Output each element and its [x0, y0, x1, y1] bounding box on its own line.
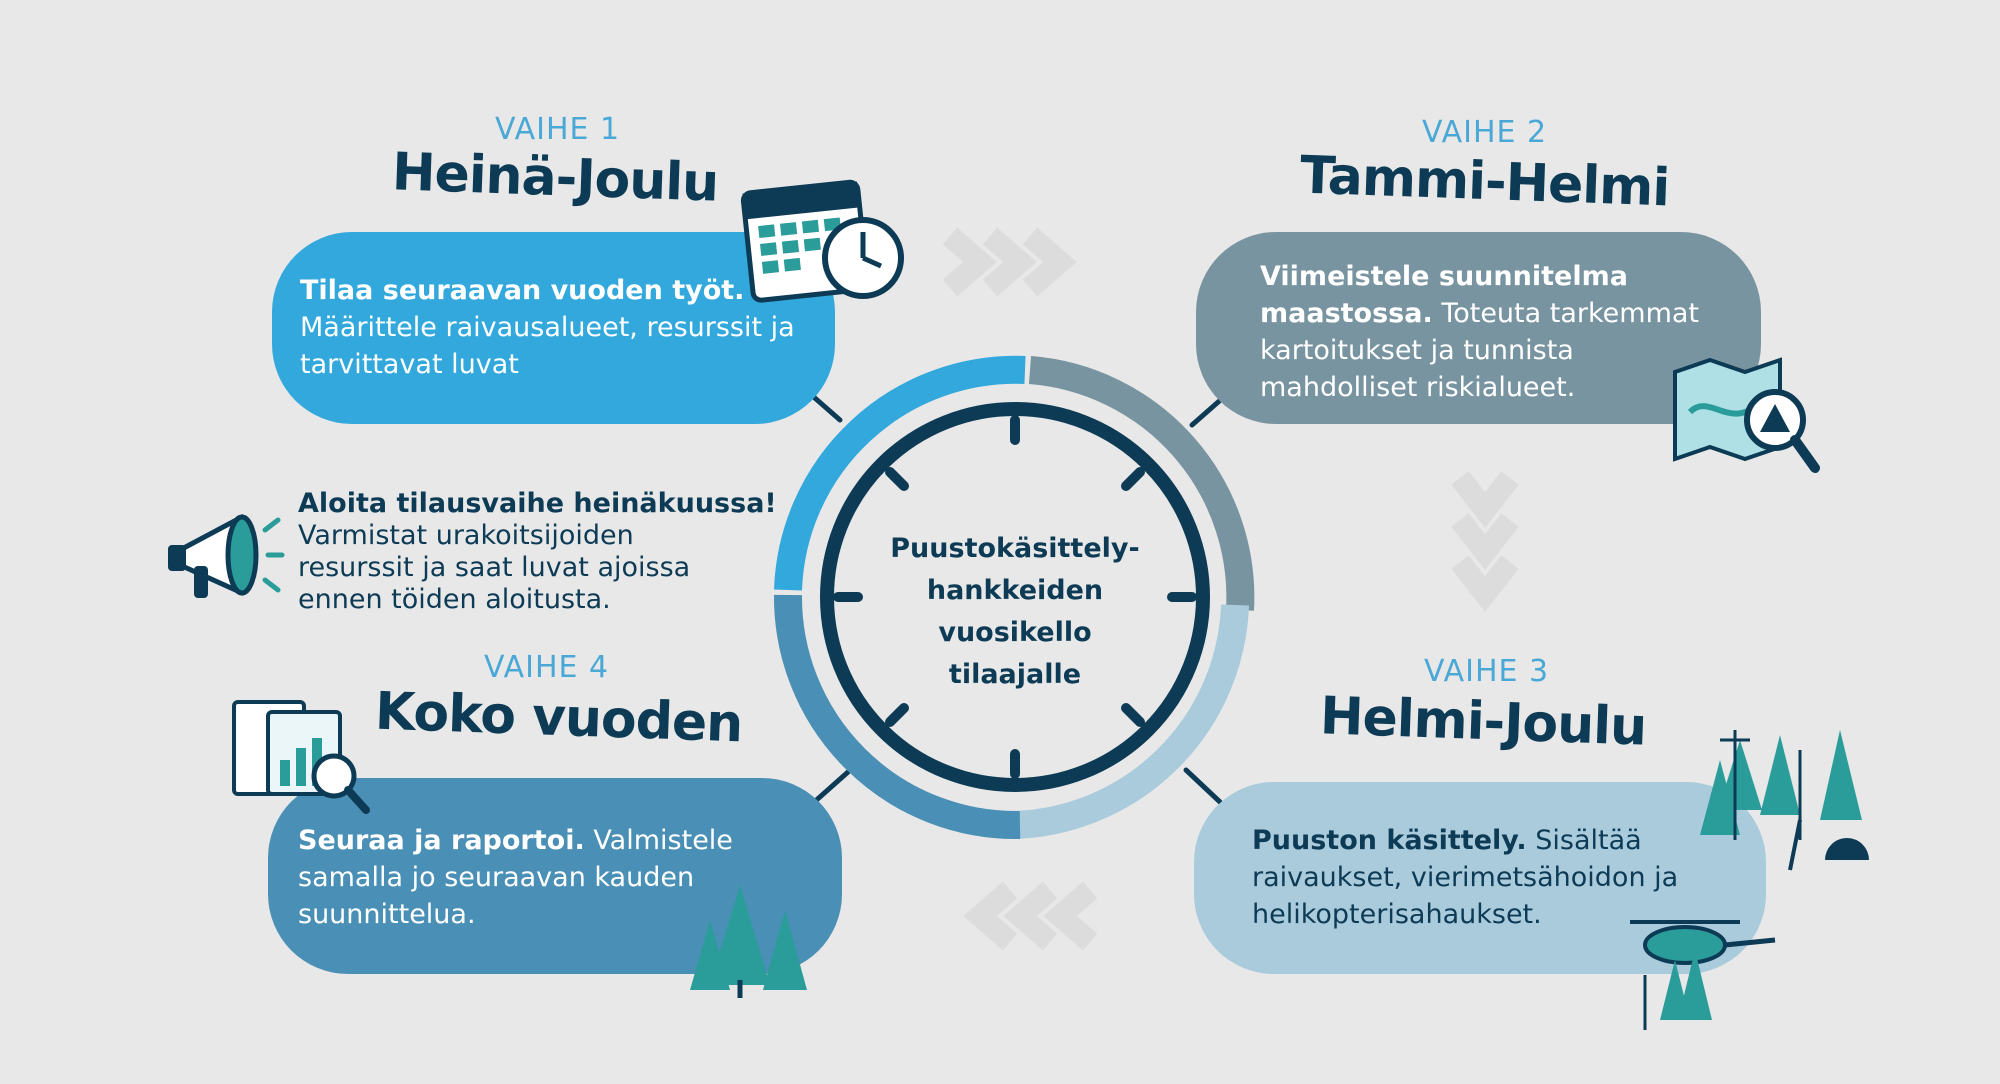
calendar-clock-icon [740, 179, 904, 303]
center-line-3: vuosikello [938, 617, 1092, 648]
phase2-label: VAIHE 2 [1422, 115, 1548, 150]
map-warning-icon [1673, 357, 1820, 473]
center-line-2: hankkeiden [926, 575, 1104, 606]
note-line-2: resurssit ja saat luvat ajoissa [298, 552, 691, 583]
phase4-label: VAIHE 4 [484, 650, 610, 685]
phase1-card: Tilaa seuraavan vuoden työt. Määrittele … [272, 232, 835, 424]
phase1-title: Heinä-Joulu [391, 142, 720, 214]
phase4-bold-text: Seuraa ja raportoi. [298, 825, 585, 856]
phase4-text: Valmistele samalla jo seuraavan kauden s… [298, 825, 733, 930]
center-line-4: tilaajalle [948, 659, 1082, 690]
phase2-text: Toteuta tarkemmat kartoitukset ja tunnis… [1260, 298, 1700, 403]
phase3-bold-text: Puuston käsittely. [1252, 825, 1527, 856]
phase3-title: Helmi-Joulu [1319, 686, 1648, 758]
phase3-label: VAIHE 3 [1424, 654, 1550, 689]
ordering-note: Aloita tilausvaihe heinäkuussa! Varmista… [298, 488, 778, 616]
phase1-label: VAIHE 1 [495, 112, 621, 147]
direction-arrows [942, 227, 1519, 951]
note-line-3: ennen töiden aloitusta. [298, 584, 611, 615]
center-line-1: Puustokäsittely- [890, 533, 1140, 564]
phase1-text: Määrittele raivausalueet, resurssit ja t… [300, 312, 795, 380]
ring-segment-phase3 [1009, 604, 1249, 839]
pine-trees-icon [690, 885, 807, 998]
note-bold-text: Aloita tilausvaihe heinäkuussa! [298, 488, 777, 519]
forest-helicopter-icon [1630, 730, 1869, 1030]
clock-center-title: Puustokäsittely- hankkeiden vuosikello t… [865, 528, 1165, 696]
megaphone-icon [168, 513, 285, 598]
clock-face [820, 402, 1210, 792]
phase4-title: Koko vuoden [374, 681, 744, 755]
report-chart-icon [232, 700, 370, 814]
note-line-1: Varmistat urakoitsijoiden [298, 520, 634, 551]
ring-segment-phase1 [774, 355, 1026, 591]
phase2-bold-text: Viimeistele suunnitelma maastossa. [1260, 261, 1628, 329]
clock-ticks [833, 415, 1197, 779]
year-ring [773, 355, 1255, 840]
phase3-text: Sisältää raivaukset, vierimetsähoidon ja… [1252, 825, 1679, 930]
phase2-card: Viimeistele suunnitelma maastossa. Toteu… [1196, 232, 1761, 424]
ring-segment-phase2 [1028, 356, 1255, 611]
ring-segment-phase4 [773, 594, 1021, 840]
phase2-title: Tammi-Helmi [1299, 145, 1671, 219]
phase1-bold-text: Tilaa seuraavan vuoden työt. [300, 275, 745, 306]
